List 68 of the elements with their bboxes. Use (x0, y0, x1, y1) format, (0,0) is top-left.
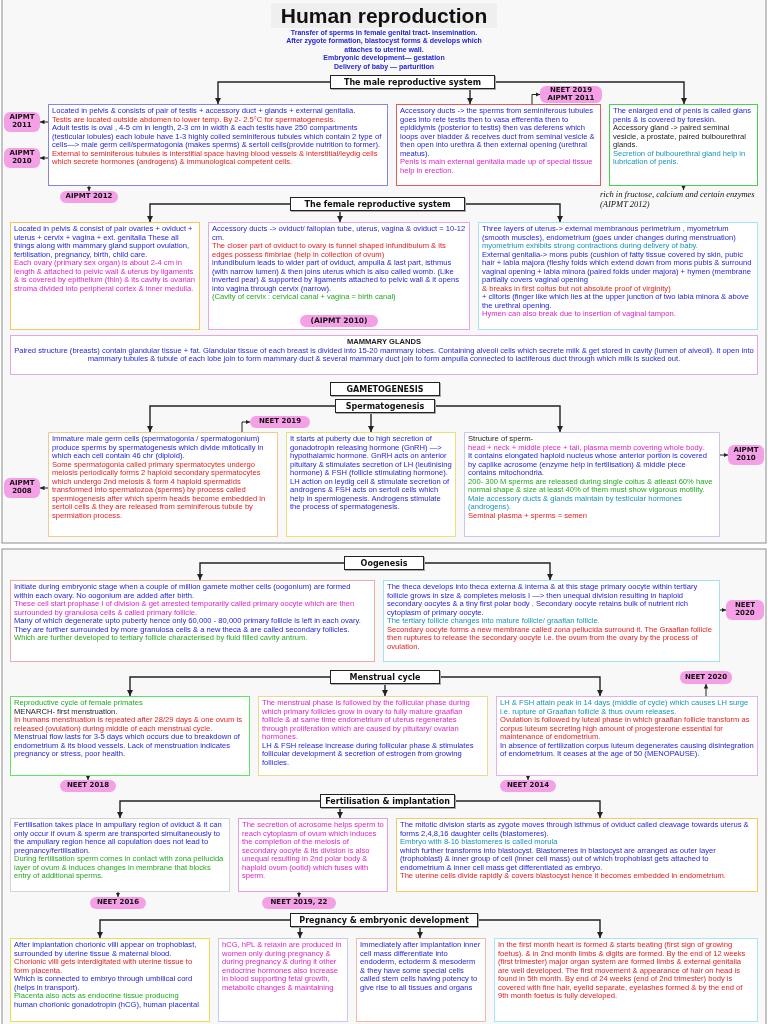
arrow (127, 676, 331, 697)
arrow (467, 88, 473, 105)
info-box (208, 222, 470, 330)
annotation-arrow (703, 683, 709, 697)
arrow (417, 926, 423, 939)
annotation-arrow (719, 452, 729, 458)
arrow (215, 81, 331, 105)
info-box (48, 432, 278, 537)
annotation-arrow (531, 92, 541, 105)
info-box (396, 104, 601, 186)
info-box (496, 696, 758, 776)
section-header: The male reproductive system (330, 75, 495, 89)
arrow (454, 800, 603, 819)
annotation-arrow (86, 185, 92, 192)
annotation-arrow (241, 419, 251, 433)
info-box (10, 938, 210, 1022)
info-box (10, 818, 230, 892)
arrow (97, 919, 291, 939)
section-header: Spermatogenesis (335, 399, 435, 413)
arrow (494, 81, 687, 105)
annotation-arrow (719, 607, 727, 613)
section-header: Oogenesis (344, 556, 424, 570)
annotation-arrow (39, 485, 49, 491)
arrow (368, 412, 374, 433)
info-box (609, 104, 758, 186)
annotation-arrow (115, 891, 121, 898)
arrow (382, 683, 388, 697)
section-header: Fertilisation & implantation (320, 794, 455, 808)
info-box (10, 580, 375, 662)
arrow (337, 807, 343, 819)
arrow (147, 405, 336, 433)
section-header: The female reproductive system (290, 197, 465, 211)
info-box (464, 432, 720, 537)
info-box (10, 696, 250, 776)
arrow (147, 203, 291, 223)
title: Human reproduction (270, 3, 498, 28)
info-box (286, 432, 456, 537)
annotation-arrow (296, 891, 302, 898)
highlight-tag (540, 86, 602, 103)
handwritten-note: rich in fructose, calcium and certain enzymes (AIPMT 2012) (600, 190, 764, 216)
info-box (218, 938, 348, 1022)
annotation-arrow (39, 155, 49, 161)
arrow (464, 203, 563, 223)
info-box (48, 104, 388, 186)
info-box (238, 818, 388, 892)
info-box (478, 222, 758, 330)
section-header: Menstrual cycle (330, 670, 440, 684)
arrow (117, 800, 321, 819)
section-header: GAMETOGENESIS (330, 382, 440, 396)
info-box (383, 580, 720, 662)
arrow (337, 210, 343, 223)
arrow (477, 919, 603, 939)
info-box (494, 938, 758, 1022)
arrow (423, 562, 553, 581)
info-box (396, 818, 758, 892)
info-box (10, 222, 200, 330)
arrow (297, 926, 303, 939)
annotation-arrow (525, 775, 531, 781)
info-box (356, 938, 486, 1022)
info-box (258, 696, 488, 776)
arrow (197, 562, 345, 581)
section-header: Pregnancy & embryonic development (290, 913, 478, 927)
info-box (10, 335, 758, 375)
annotation-arrow (681, 185, 686, 191)
annotation-arrow (39, 119, 49, 125)
annotation-arrow (85, 775, 91, 781)
arrow (439, 676, 603, 697)
arrow (434, 405, 563, 433)
